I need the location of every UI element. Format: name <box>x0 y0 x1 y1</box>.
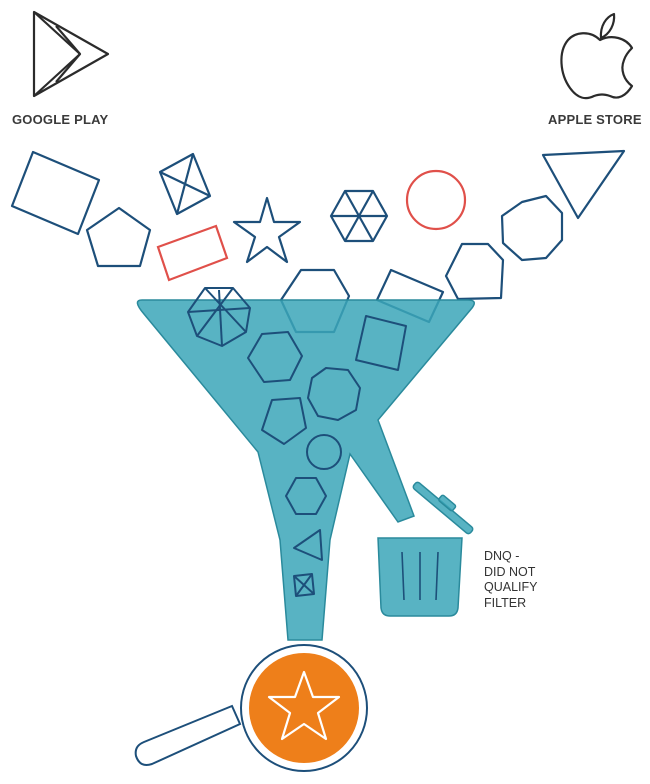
hexagon-shape <box>247 331 303 383</box>
funnel-icon <box>136 299 475 641</box>
crossed-square-shape <box>158 152 212 216</box>
dnq-line-1: DNQ - <box>484 549 520 563</box>
square-shape <box>10 150 101 236</box>
dnq-line-4: FILTER <box>484 595 527 610</box>
star-shape <box>232 196 302 264</box>
google-play-label: GOOGLE PLAY <box>12 112 109 127</box>
pentagon-shape <box>85 206 152 268</box>
clipped-square-shape <box>444 242 505 301</box>
trash-lid <box>412 481 474 535</box>
spoked-heptagon-shape <box>187 287 251 347</box>
hexagon-shape <box>285 477 327 515</box>
heptagon-shape <box>500 194 564 262</box>
magnifier-star-icon <box>134 644 368 772</box>
highlighted-apps <box>156 169 467 282</box>
octagon-shape <box>307 367 361 421</box>
spoked-hexagon-shape <box>329 189 389 243</box>
triangle-shape <box>541 149 626 220</box>
filtering-apps <box>187 287 407 597</box>
apple-store-label: APPLE STORE <box>548 112 642 127</box>
rectangle-shape <box>156 224 229 282</box>
dnq-label: DNQ - DID NOT QUALIFY FILTER <box>484 549 538 611</box>
dnq-line-3: QUALIFY <box>484 580 538 594</box>
apple-icon <box>560 12 634 100</box>
circle-shape <box>405 169 467 231</box>
circle-shape <box>306 434 342 470</box>
crossed-square-shape <box>293 573 315 597</box>
pentagon-shape <box>261 397 307 445</box>
dnq-line-2: DID NOT <box>484 564 536 579</box>
google-play-icon <box>32 10 110 98</box>
triangle-shape <box>293 529 323 561</box>
trash-bin-icon <box>377 481 474 617</box>
incoming-apps <box>10 149 626 334</box>
square-shape <box>355 315 407 371</box>
